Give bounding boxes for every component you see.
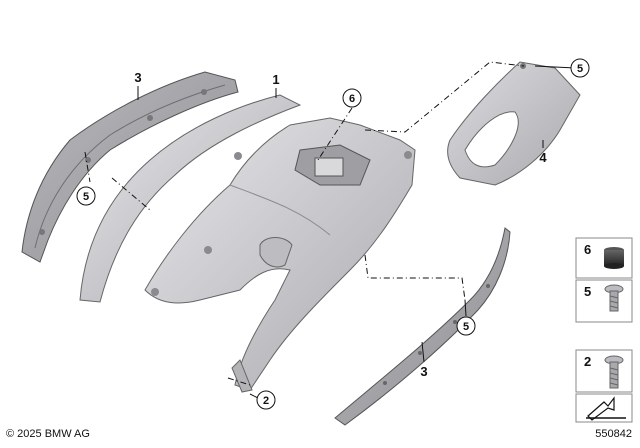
svg-text:5: 5 [463,321,469,333]
callout-4: 4 [539,150,547,165]
rail-bottom-part [334,227,511,426]
main-part-arm [79,94,302,303]
svg-text:3: 3 [134,70,141,85]
svg-text:2: 2 [584,354,591,369]
rail-left-part [21,71,239,263]
svg-text:5: 5 [577,63,583,75]
cap-icon [604,247,624,269]
solid-leaders [137,65,576,399]
svg-text:6: 6 [349,93,355,105]
arrow-icon [586,396,626,421]
svg-text:4: 4 [539,150,547,165]
callout-5-rail: 5 [456,316,476,336]
svg-text:2: 2 [263,395,269,407]
legend-arrow-box [575,393,633,423]
main-part-body [144,117,416,393]
svg-text:1: 1 [272,72,279,87]
screw-long-icon [604,355,624,389]
callout-5-top-right: 5 [570,58,590,78]
legend-item-2: 2 [575,349,633,393]
callout-2: 2 [256,390,276,410]
legend-item-5: 5 [575,279,633,323]
callout-6: 6 [342,88,362,108]
screw-short-icon [604,284,624,312]
leader-lines [84,61,525,386]
svg-text:6: 6 [584,242,591,257]
svg-text:5: 5 [584,284,591,299]
callout-1: 1 [272,72,279,87]
callout-3-left: 3 [134,70,141,85]
cover-right-part [447,61,581,186]
svg-text:3: 3 [420,364,427,379]
callout-5-left: 5 [76,186,96,206]
callout-3-bottom: 3 [420,364,427,379]
svg-text:5: 5 [83,191,89,203]
copyright-text: © 2025 BMW AG [6,428,90,440]
legend-item-6: 6 [575,237,633,279]
diagram-id: 550842 [595,428,632,440]
